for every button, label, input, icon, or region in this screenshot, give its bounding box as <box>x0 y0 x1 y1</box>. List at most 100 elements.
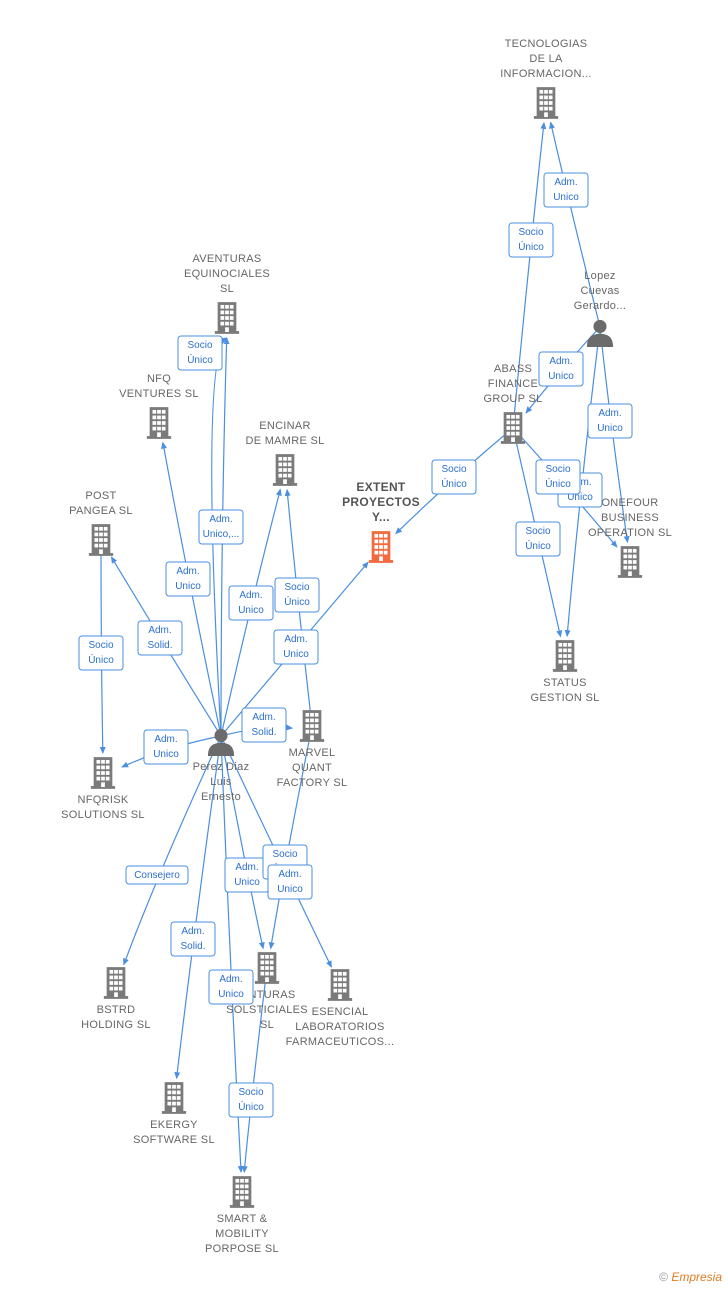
edge-label-perez-to-solsticiales[interactable]: Adm. Unico <box>224 857 270 893</box>
brand-name: Empresia <box>671 1270 722 1284</box>
node-label-line: EKERGY <box>150 1119 198 1131</box>
node-label-line: Y... <box>372 510 390 524</box>
node-label-line: AVENTURAS <box>192 253 261 265</box>
edge-label-text: Adm. <box>219 974 242 985</box>
edge-label-perez-to-bstrd[interactable]: Consejero <box>125 865 189 885</box>
edge-label-perez-to-esencial[interactable]: Adm.Unico <box>267 864 313 900</box>
edge-label-text: Socio <box>284 582 309 593</box>
edge-label-text: Adm. <box>209 514 232 525</box>
edge-label-text: Adm. <box>235 862 258 873</box>
edge-label-text: Socio <box>525 526 550 537</box>
edge-label-perez-to-ekergy[interactable]: Adm.Solid. <box>170 921 216 957</box>
building-icon <box>552 640 578 672</box>
building-icon <box>254 952 280 984</box>
node-label-line: NFQ <box>147 373 171 385</box>
building-icon <box>90 757 116 789</box>
edge-label-box <box>208 969 254 1005</box>
node-label-line: SOLUTIONS SL <box>61 809 145 821</box>
edge-label-text: Unico <box>597 423 623 434</box>
edge-label-perez-to-post[interactable]: Adm.Solid. <box>137 620 183 656</box>
edge-label-perez-to-aventuras[interactable]: Adm.Unico,... <box>198 509 244 545</box>
node-label-line: DE LA <box>529 53 563 65</box>
edge-label-box <box>137 620 183 656</box>
edge-label-perez-to-nfqrisk[interactable]: Adm.Unico <box>143 729 189 765</box>
node-label-line: GESTION SL <box>530 692 599 704</box>
edge-label-box <box>267 864 313 900</box>
edge-label-perez-to-encinar[interactable]: Adm. Unico <box>228 585 274 621</box>
node-label-line: HOLDING SL <box>81 1019 151 1031</box>
edge-label-lopez-to-abass[interactable]: Adm.Unico <box>538 351 584 387</box>
node-label-line: INFORMACION... <box>500 68 592 80</box>
node-label-line: LABORATORIOS <box>295 1021 384 1033</box>
edge-label-text: Adm. <box>148 625 171 636</box>
node-label-line: TECNOLOGIAS <box>505 38 588 50</box>
node-label-line: PROYECTOS <box>342 495 420 509</box>
building-icon <box>161 1082 187 1114</box>
edge-label-perez-to-marvel[interactable]: Adm.Solid. <box>241 707 287 743</box>
node-lopez[interactable]: LopezCuevasGerardo... <box>574 270 627 347</box>
node-nfqventures[interactable]: NFQ VENTURES SL <box>119 373 199 439</box>
node-label-line: SOLSTICIALES <box>226 1004 308 1016</box>
copyright-icon: © <box>659 1270 668 1284</box>
edge-label-text: Unico <box>548 371 574 382</box>
edge-label-box <box>78 635 124 671</box>
edge-label-perez-to-extent[interactable]: Adm.Unico <box>273 629 319 665</box>
edge-label-text: Unico <box>567 492 593 503</box>
edge-label-box <box>535 459 581 495</box>
node-esencial[interactable]: ESENCIALLABORATORIOSFARMACEUTICOS... <box>286 969 395 1048</box>
watermark[interactable]: © Empresia <box>659 1270 722 1284</box>
edge-label-text: Unico <box>238 605 264 616</box>
node-label-line: FACTORY SL <box>277 777 348 789</box>
node-label-line: QUANT <box>292 762 332 774</box>
edge-label-perez-to-nfqventures[interactable]: Adm.Unico <box>165 561 211 597</box>
edge-label-lopez-to-onefour[interactable]: Adm. Unico <box>587 403 633 439</box>
edge-label-perez-to-smart[interactable]: Adm.Unico <box>208 969 254 1005</box>
node-label-line: VENTURES SL <box>119 388 199 400</box>
node-label-line: PORPOSE SL <box>205 1243 279 1255</box>
edge-label-box <box>177 335 223 371</box>
edge-label-text: Adm. <box>239 590 262 601</box>
node-tecnologias[interactable]: TECNOLOGIAS DE LA INFORMACION... <box>500 38 592 119</box>
edge-label-text: Unico <box>153 749 179 760</box>
edge-label-text: Adm. <box>278 869 301 880</box>
node-status[interactable]: STATUS GESTION SL <box>530 640 599 704</box>
edge-label-text: Adm. <box>598 408 621 419</box>
edge-label-text: Único <box>187 353 213 366</box>
edge-label-box <box>228 585 274 621</box>
node-label-line: EXTENT <box>356 480 406 494</box>
edge-label-box <box>273 629 319 665</box>
edge-abass-to-tecnologias <box>512 121 547 429</box>
edge-label-text: Unico <box>234 877 260 888</box>
edge-label-text: Socio <box>88 640 113 651</box>
edge-label-lopez-to-tecnologias[interactable]: Adm.Unico <box>543 172 589 208</box>
edge-label-box <box>198 509 244 545</box>
node-label-line: DE MAMRE SL <box>245 435 324 447</box>
building-icon <box>214 302 240 334</box>
edge-label-text: Adm. <box>176 566 199 577</box>
edge-label-box <box>515 521 561 557</box>
edge-label-text: Socio <box>545 464 570 475</box>
node-label-line: STATUS <box>543 677 587 689</box>
node-label-line: SMART & <box>217 1213 268 1225</box>
node-extent[interactable]: EXTENTPROYECTOSY... <box>342 480 420 563</box>
edge-label-text: Único <box>88 653 114 666</box>
